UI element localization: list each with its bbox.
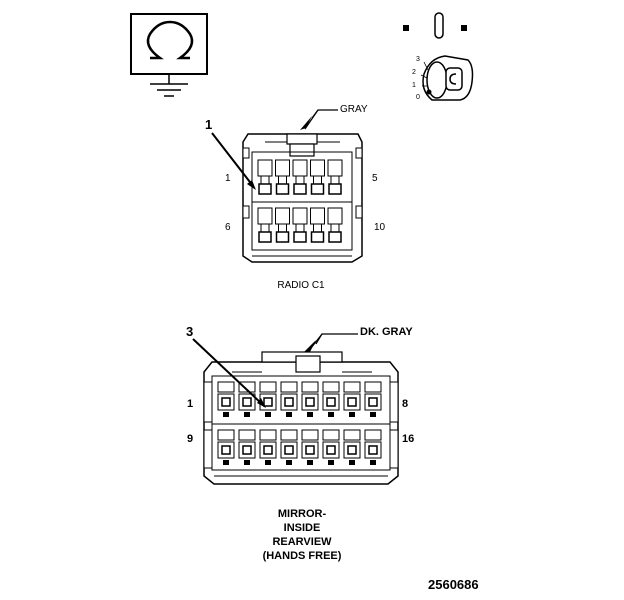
ignition-pos-0: 0 <box>416 94 420 101</box>
radio-c1-pin-5: 5 <box>372 173 378 184</box>
cavity <box>301 381 319 417</box>
figure-number: 2560686 <box>428 577 479 592</box>
cavity <box>364 381 382 417</box>
ignition-pos-1: 1 <box>412 82 416 89</box>
mirror-pin-9: 9 <box>187 433 194 445</box>
cavity <box>322 429 340 465</box>
radio-c1-pin-10: 10 <box>374 222 386 233</box>
cavity <box>257 159 273 195</box>
cavity <box>275 207 290 243</box>
cavity <box>259 429 277 465</box>
cavity <box>280 381 298 417</box>
cavity <box>343 429 361 465</box>
cavity <box>217 429 235 465</box>
cavity <box>292 159 308 195</box>
cavity <box>310 207 325 243</box>
cavity <box>310 159 325 195</box>
cavity <box>322 381 340 417</box>
mirror-title-line-3: REARVIEW <box>272 536 332 548</box>
radio-c1-callout: 1 <box>205 117 213 132</box>
mirror-pin-8: 8 <box>402 398 409 410</box>
cavity <box>217 381 235 417</box>
cavity <box>292 207 308 243</box>
radio-c1-pin-1: 1 <box>225 173 231 184</box>
radio-c1-title: RADIO C1 <box>277 280 325 291</box>
mirror-pin-1: 1 <box>187 398 194 410</box>
cavity <box>238 381 256 417</box>
cavity <box>257 207 273 243</box>
cavity <box>343 381 361 417</box>
cavity <box>238 429 256 465</box>
ignition-pos-2: 2 <box>412 69 416 76</box>
radio-c1-pin-6: 6 <box>225 222 231 233</box>
mirror-title-line-1: MIRROR- <box>277 508 327 520</box>
mirror-title-line-4: (HANDS FREE) <box>262 550 342 562</box>
cavity <box>275 159 290 195</box>
cavity <box>327 159 343 195</box>
cavity <box>280 429 298 465</box>
mirror-pin-16: 16 <box>402 433 415 445</box>
mirror-callout: 3 <box>186 324 194 339</box>
radio-c1-color-label: GRAY <box>340 104 368 115</box>
mirror-title-line-2: INSIDE <box>283 522 321 534</box>
ignition-pos-3: 3 <box>416 56 420 63</box>
cavity <box>301 429 319 465</box>
cavity <box>364 429 382 465</box>
cavity <box>327 207 343 243</box>
mirror-color-label: DK. GRAY <box>360 326 413 338</box>
